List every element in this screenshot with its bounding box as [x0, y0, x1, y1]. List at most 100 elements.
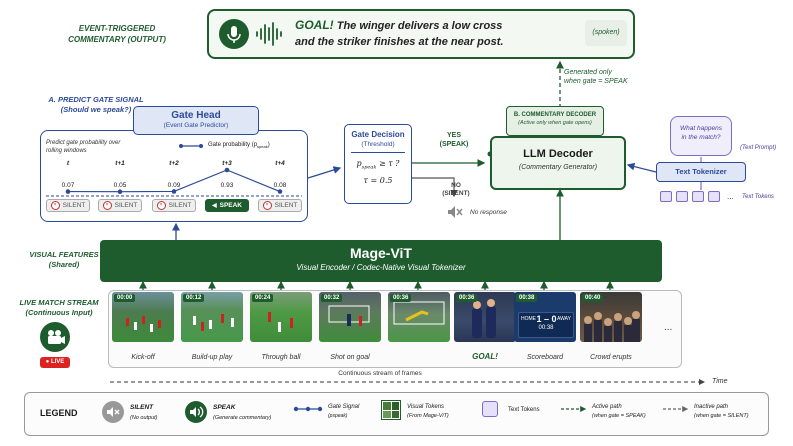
frame-caption: Kick-off [131, 354, 155, 361]
speaker-off-icon: × [262, 201, 272, 210]
legend-active-path-icon [561, 406, 587, 412]
text-tokens-ellipsis: ... [727, 192, 734, 201]
commentary-output-box: GOAL! The winger delivers a low cross an… [207, 9, 635, 59]
gate-state-speak: ◀SPEAK [205, 199, 249, 212]
gate-step-time-label: t+1 [115, 160, 125, 167]
text-tokenizer-box: Text Tokenizer [656, 162, 746, 182]
gate-state-label: SILENT [62, 202, 86, 209]
speaker-on-icon: ◀ [211, 203, 217, 209]
text-prompt-label: (Text Prompt) [740, 145, 777, 151]
microphone-icon [219, 19, 249, 49]
text-prompt-bubble: What happens in the match? [670, 116, 732, 156]
legend-visual-tokens-text: Visual Tokens (From Mage-ViT) [407, 404, 449, 419]
text-token [660, 191, 672, 202]
frame-caption: Shot on goal [330, 354, 370, 361]
gate-state-silent: ×SILENT [152, 199, 196, 212]
live-badge: ● LIVE [40, 357, 70, 368]
camera-icon [40, 322, 70, 352]
gate-state-label: SILENT [114, 202, 138, 209]
sound-wave-icon [255, 21, 285, 52]
gate-decision-box: Gate Decision (Threshold) pspeak ≥ τ ? τ… [344, 124, 412, 204]
gate-probability-point [171, 189, 177, 194]
frame-timestamp: 00:36 [390, 294, 412, 302]
gate-probability-legend: Gate probability (pspeak) [178, 142, 270, 149]
commentary-text: GOAL! The winger delivers a low cross an… [295, 18, 504, 48]
legend-speak-text: SPEAK (Generate commentary) [213, 404, 272, 421]
legend-gate-signal-icon [293, 406, 323, 412]
threshold-formula: pspeak ≥ τ ? [356, 159, 400, 171]
gate-section-title: A. PREDICT GATE SIGNAL (Should we speak?… [48, 95, 144, 114]
gate-probability-point [65, 189, 71, 194]
frame-caption: Build-up play [191, 354, 233, 361]
predict-note: Predict gate probability over rolling wi… [46, 140, 121, 154]
frame-timestamp: 00:36 [456, 294, 478, 302]
gate-step-probability: 0.07 [61, 182, 75, 189]
no-response-label: No response [470, 209, 507, 216]
gate-probability-point [277, 189, 283, 194]
legend-gate-signal-text: Gate Signal (pspeak) [328, 404, 360, 419]
no-arrow [412, 177, 458, 198]
frame-thumbnail-scoreboard: HOME 1 – 0 AWAY 00:38 [514, 292, 576, 342]
yes-label: YES (SPEAK) [439, 132, 469, 148]
frame-to-encoder-arrows [139, 280, 614, 290]
legend-silent-text: SILENT (No output) [130, 404, 158, 421]
legend-silent-icon [102, 401, 124, 423]
gate-to-decision-arrow [307, 166, 342, 179]
speaker-off-icon: × [50, 201, 60, 210]
generated-note: Generated only when gate = SPEAK [564, 69, 628, 85]
gate-state-label: SILENT [168, 202, 192, 209]
frame-timestamp: 00:12 [183, 294, 205, 302]
gate-head-title-box: Gate Head (Event Gate Predictor) [133, 106, 259, 135]
frame-timestamp: 00:40 [582, 294, 604, 302]
gate-state-label: SILENT [274, 202, 298, 209]
speaker-off-icon: × [156, 201, 166, 210]
scoreboard-panel: HOME 1 – 0 AWAY 00:38 [518, 312, 574, 338]
gate-state-silent: ×SILENT [46, 199, 90, 212]
legend-speak-icon [185, 401, 207, 423]
speaker-off-icon: × [102, 201, 112, 210]
text-token [676, 191, 688, 202]
gate-step-probability: 0.05 [113, 182, 127, 189]
no-label: NO (SILENT) [442, 182, 470, 197]
gate-state-silent: ×SILENT [98, 199, 142, 212]
stream-title: LIVE MATCH STREAM (Continuous Input) [19, 298, 99, 317]
legend-text-token-icon [482, 401, 498, 417]
frame-caption: GOAL! [472, 352, 498, 361]
legend-line-icon [179, 143, 203, 148]
gate-probability-point [117, 189, 123, 194]
output-section-title: EVENT-TRIGGERED COMMENTARY (OUTPUT) [68, 24, 166, 44]
legend-active-path-text: Active path (when gate = SPEAK) [592, 404, 646, 419]
frame-timestamp: 00:24 [252, 294, 274, 302]
gate-step-time-label: t+3 [222, 160, 232, 167]
gate-step-time-label: t [66, 160, 70, 167]
legend-inactive-path-text: Inactive path (when gate = SILENT) [694, 404, 749, 419]
spoken-tag: (spoken) [585, 20, 627, 46]
frame-timestamp: 00:00 [114, 294, 136, 302]
text-token [692, 191, 704, 202]
text-tokens-label: Text Tokens [742, 194, 774, 200]
legend-inactive-path-icon [663, 406, 689, 412]
mage-vit-encoder: Mage-ViT Visual Encoder / Codec-Native V… [100, 240, 662, 282]
gate-step-time-label: t+4 [275, 160, 285, 167]
gate-probability-point [224, 167, 230, 173]
gate-step-probability: 0.93 [220, 182, 234, 189]
legend-title: LEGEND [40, 408, 78, 418]
text-token [708, 191, 720, 202]
time-label: Time [712, 378, 728, 385]
legend-visual-tokens-icon [381, 400, 401, 420]
frame-timestamp: 00:38 [516, 294, 538, 302]
mute-speaker-icon [447, 205, 463, 224]
legend-text-tokens-text: Text Tokens [508, 407, 540, 413]
frame-caption: Crowd erupts [590, 354, 632, 361]
gate-step-time-label: t+2 [169, 160, 179, 167]
frame-caption: Through ball [261, 354, 301, 361]
gate-step-probability: 0.09 [167, 182, 181, 189]
llm-decoder-box: LLM Decoder (Commentary Generator) [490, 136, 626, 190]
stream-more-ellipsis: ... [664, 322, 673, 333]
decoder-section-title: B. COMMENTARY DECODER (Active only when … [506, 106, 604, 136]
frame-timestamp: 00:32 [321, 294, 343, 302]
gate-state-label: SPEAK [219, 202, 243, 209]
gate-state-silent: ×SILENT [258, 199, 302, 212]
gate-step-probability: 0.08 [273, 182, 287, 189]
